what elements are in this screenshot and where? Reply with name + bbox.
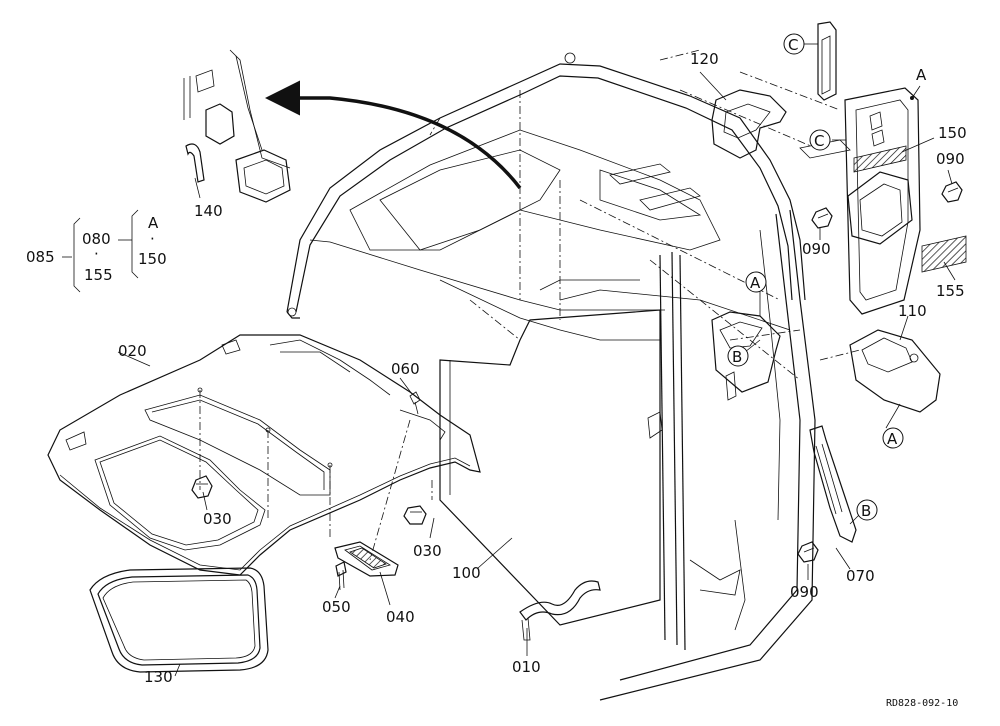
inner-trim (711, 311, 781, 401)
part-label-030-b: 030 (413, 542, 442, 560)
strap-070 (809, 425, 857, 543)
part-label-110: 110 (898, 302, 927, 320)
ref-circle-c2 (809, 129, 831, 151)
set-separator-b: · (150, 230, 155, 248)
seal-strip-010 (519, 580, 601, 641)
reference-marks: C C A A B A B (727, 33, 927, 521)
part-label-090-b: 090 (936, 150, 965, 168)
ref-mark-b1: B (732, 348, 742, 366)
ref-circle-a3 (882, 427, 904, 449)
ref-mark-a3: A (887, 430, 898, 448)
part-label-070: 070 (846, 567, 875, 585)
sunroof-seal-130 (89, 567, 269, 673)
part-label-140: 140 (194, 202, 223, 220)
part-label-090-a: 090 (802, 240, 831, 258)
screw-050 (335, 561, 347, 591)
bolt-090-c (797, 541, 819, 563)
part-labels: 020 030 030 040 050 060 100 010 130 140 … (118, 50, 967, 686)
part-label-050: 050 (322, 598, 351, 616)
part-label-100: 100 (452, 564, 481, 582)
ref-circle-a2 (745, 271, 767, 293)
ref-mark-c2: C (814, 132, 824, 150)
ref-dot-a1 (910, 96, 914, 100)
part-label-010: 010 (512, 658, 541, 676)
set-child-b-label: 155 (84, 266, 113, 284)
ref-mark-b2: B (861, 502, 871, 520)
ref-mark-c1: C (788, 36, 798, 54)
drawing-reference: RD828-092-10 (886, 698, 958, 709)
part-label-150: 150 (938, 124, 967, 142)
part-label-030-a: 030 (203, 510, 232, 528)
ref-mark-a2: A (750, 274, 761, 292)
set-group-085: 085 080 · 155 A · 150 (26, 209, 167, 293)
part-label-040: 040 (386, 608, 415, 626)
part-label-130: 130 (144, 668, 173, 686)
part-label-090-c: 090 (790, 583, 819, 601)
part-label-155: 155 (936, 282, 965, 300)
set-sub-letter: A (148, 214, 159, 232)
grab-plate-040 (334, 541, 399, 577)
ref-circle-b2 (856, 499, 878, 521)
set-parent-label: 085 (26, 248, 55, 266)
corner-trim-110 (849, 329, 941, 413)
part-label-020: 020 (118, 342, 147, 360)
ref-circle-b1 (727, 345, 749, 367)
clip-030-a (191, 475, 213, 499)
rear-trim-panel (844, 87, 921, 315)
upper-trim-120 (711, 89, 787, 159)
bracket-c (817, 21, 837, 101)
set-child-a-label: 080 (82, 230, 111, 248)
pad-150 (853, 145, 907, 173)
set-sub-child-label: 150 (138, 250, 167, 268)
part-label-120: 120 (690, 50, 719, 68)
cab-frame (199, 49, 861, 701)
part-label-060: 060 (391, 360, 420, 378)
ref-mark-a1: A (916, 66, 927, 84)
inset-detail-140 (183, 49, 291, 203)
headliner-020 (47, 334, 481, 576)
ref-circle-c1 (783, 33, 805, 55)
leader-lines (117, 43, 956, 677)
view-transfer-arrow (265, 80, 522, 190)
clip-030-b (403, 505, 427, 525)
bolt-090-b (941, 181, 963, 203)
set-separator-a: · (94, 245, 99, 263)
rear-panel-100 (439, 309, 663, 626)
screw-060 (409, 391, 421, 415)
pad-155 (921, 235, 967, 273)
bolt-090-a (811, 207, 833, 229)
